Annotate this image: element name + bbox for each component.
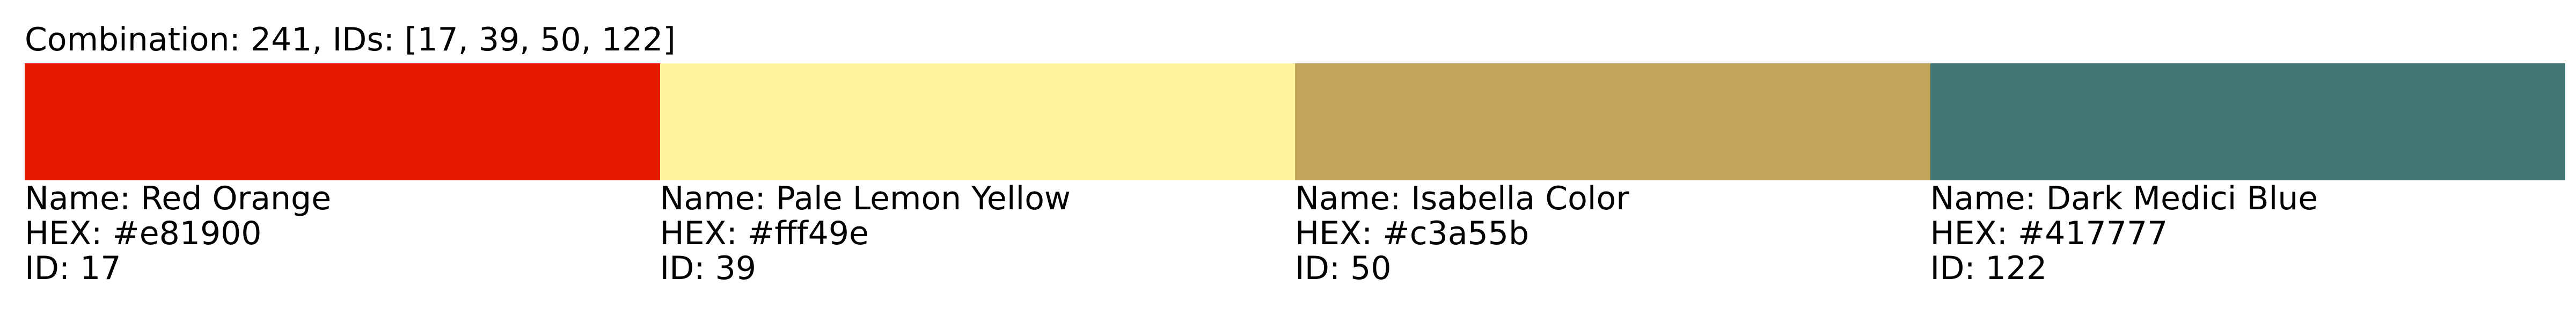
color-label-isabella-color: Name: Isabella Color HEX: #c3a55b ID: 50 bbox=[1295, 181, 1930, 286]
combination-title: Combination: 241, IDs: [17, 39, 50, 122] bbox=[25, 21, 676, 58]
color-label-pale-lemon-yellow: Name: Pale Lemon Yellow HEX: #fff49e ID:… bbox=[660, 181, 1296, 286]
swatch-row bbox=[25, 63, 2565, 180]
color-labels-row: Name: Red Orange HEX: #e81900 ID: 17 Nam… bbox=[25, 181, 2565, 286]
color-swatch-dark-medici-blue bbox=[1930, 63, 2565, 180]
color-id: ID: 122 bbox=[1930, 250, 2047, 287]
color-name: Name: Red Orange bbox=[25, 180, 332, 217]
color-name: Name: Isabella Color bbox=[1295, 180, 1629, 217]
color-swatch-isabella-color bbox=[1295, 63, 1930, 180]
color-id: ID: 39 bbox=[660, 250, 757, 287]
color-hex: HEX: #417777 bbox=[1930, 215, 2168, 252]
color-id: ID: 50 bbox=[1295, 250, 1392, 287]
color-label-red-orange: Name: Red Orange HEX: #e81900 ID: 17 bbox=[25, 181, 660, 286]
color-name: Name: Pale Lemon Yellow bbox=[660, 180, 1071, 217]
color-hex: HEX: #e81900 bbox=[25, 215, 262, 252]
color-name: Name: Dark Medici Blue bbox=[1930, 180, 2318, 217]
color-id: ID: 17 bbox=[25, 250, 121, 287]
color-swatch-pale-lemon-yellow bbox=[660, 63, 1295, 180]
color-label-dark-medici-blue: Name: Dark Medici Blue HEX: #417777 ID: … bbox=[1930, 181, 2566, 286]
color-swatch-red-orange bbox=[25, 63, 660, 180]
color-hex: HEX: #fff49e bbox=[660, 215, 869, 252]
color-hex: HEX: #c3a55b bbox=[1295, 215, 1529, 252]
